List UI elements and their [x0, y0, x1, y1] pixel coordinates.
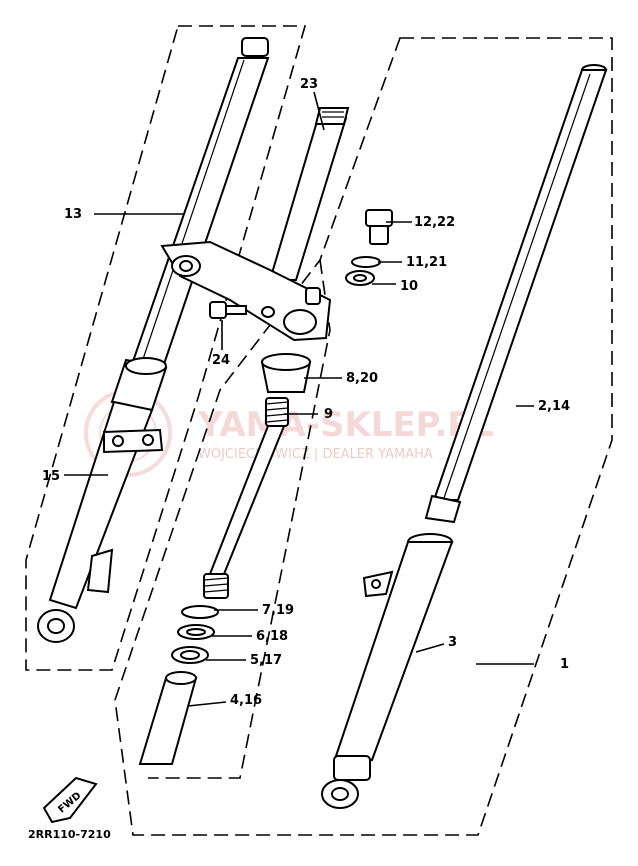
label-1: 1 — [560, 657, 569, 672]
label-3: 3 — [448, 635, 457, 650]
part-11-21-o-ring — [351, 256, 381, 268]
part-5-17-bushing — [171, 646, 209, 664]
callout-labels: 13 23 12,22 11,21 10 24 8,20 9 2,14 15 7… — [42, 77, 570, 708]
group-outline-13 — [25, 25, 307, 671]
part-6-18-oil-seal — [177, 624, 215, 640]
watermark: YAMA-SKLEP.PL WÓJCIECHOWICZ | DEALER YAM… — [84, 389, 494, 477]
group-outline-inner — [148, 259, 331, 779]
label-23: 23 — [300, 77, 318, 92]
label-2-14: 2,14 — [538, 399, 570, 414]
part-4-16-sleeve — [138, 671, 198, 765]
part-9-spring-lower — [203, 573, 229, 599]
watermark-sub: WÓJCIECHOWICZ | DEALER YAMAHA — [198, 446, 433, 462]
part-24-bolt — [209, 301, 247, 319]
label-12-22: 12,22 — [414, 215, 455, 230]
left-fork-assembly — [37, 37, 270, 643]
label-13: 13 — [64, 207, 82, 222]
part-12-22-cap-bolt — [365, 209, 393, 245]
part-10-washer — [345, 270, 375, 286]
label-8-20: 8,20 — [346, 371, 378, 386]
part-8-20-dust-seal — [260, 353, 312, 393]
part-3-outer-tube — [321, 533, 454, 809]
label-15: 15 — [42, 469, 60, 484]
label-6-18: 6,18 — [256, 629, 288, 644]
fwd-arrow-icon: FWD — [42, 776, 98, 824]
label-5-17: 5,17 — [250, 653, 282, 668]
label-4-16: 4,16 — [230, 693, 262, 708]
leader-lines — [64, 91, 534, 707]
part-7-19-clip — [181, 605, 219, 619]
label-11-21: 11,21 — [406, 255, 447, 270]
label-24: 24 — [212, 353, 230, 368]
diagram-code: 2RR110-7210 — [28, 828, 111, 841]
part-9-spring-upper — [265, 397, 289, 427]
group-outline-1 — [114, 37, 613, 836]
part-2-14-inner-tube — [424, 64, 608, 524]
label-10: 10 — [400, 279, 418, 294]
watermark-main: YAMA-SKLEP.PL — [197, 405, 494, 445]
steering-stem-assembly — [160, 107, 350, 342]
label-7-19: 7,19 — [262, 603, 294, 618]
label-9: 9 — [324, 407, 333, 422]
